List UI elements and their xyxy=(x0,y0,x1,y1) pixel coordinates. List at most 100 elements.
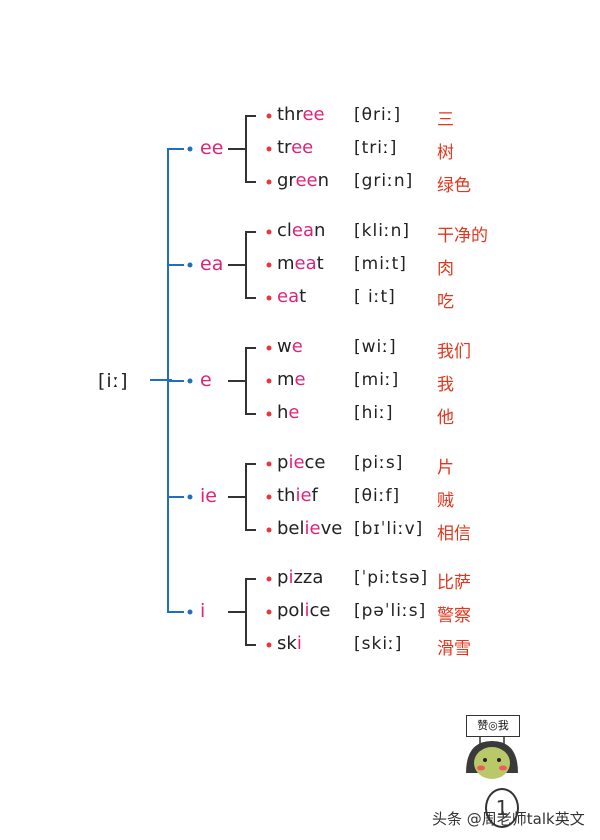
word-part: ce xyxy=(304,452,326,473)
phonetic: [kliːn] xyxy=(354,221,411,241)
phonetic: [griːn] xyxy=(354,171,414,191)
chinese-meaning: 他 xyxy=(437,408,454,428)
word-bracket xyxy=(245,115,256,183)
chinese-meaning: 贼 xyxy=(437,491,454,511)
word-part: p xyxy=(277,452,289,473)
phonetic: [skiː] xyxy=(354,634,403,654)
word-bracket xyxy=(245,463,256,531)
example-word: meat xyxy=(277,253,324,274)
phonetic: [bɪˈliːv] xyxy=(354,519,424,539)
word-highlight: ie xyxy=(288,452,305,473)
chinese-meaning: 干净的 xyxy=(437,226,488,246)
word-dot xyxy=(266,378,272,384)
word-part: thr xyxy=(277,104,303,125)
word-highlight: ee xyxy=(291,137,314,158)
group-dot xyxy=(187,609,193,615)
word-dot xyxy=(266,576,272,582)
phonetic: [θiːf] xyxy=(354,486,401,506)
example-word: eat xyxy=(277,286,306,307)
watermark: 头条 @周老师talk英文 xyxy=(432,810,585,828)
word-dot xyxy=(266,113,272,119)
spelling-label: ee xyxy=(200,137,224,159)
phonetic: [ˈpiːtsə] xyxy=(354,568,429,588)
word-part: h xyxy=(277,402,289,423)
word-part: tr xyxy=(277,137,292,158)
word-part: n xyxy=(314,220,326,241)
phonetic: [θriː] xyxy=(354,105,402,125)
word-part: th xyxy=(277,485,296,506)
phonetic: [piːs] xyxy=(354,453,404,473)
spelling-label: ea xyxy=(200,253,224,275)
word-highlight: ea xyxy=(277,286,300,307)
example-word: tree xyxy=(277,137,313,158)
word-highlight: i xyxy=(296,633,302,654)
page-number: 1 xyxy=(485,788,519,828)
phonetic: [ iːt] xyxy=(354,287,396,307)
word-highlight: e xyxy=(288,402,300,423)
word-dot xyxy=(266,411,272,417)
phonetic: [miːt] xyxy=(354,254,407,274)
example-word: clean xyxy=(277,220,325,241)
group-dot xyxy=(187,494,193,500)
word-highlight: e xyxy=(291,336,303,357)
chinese-meaning: 滑雪 xyxy=(437,639,471,659)
chinese-meaning: 三 xyxy=(437,110,454,130)
word-dot xyxy=(266,527,272,533)
word-part: m xyxy=(277,253,295,274)
chinese-meaning: 绿色 xyxy=(437,176,471,196)
example-word: believe xyxy=(277,518,342,539)
word-dot xyxy=(266,229,272,235)
phonetic: [pəˈliːs] xyxy=(354,601,427,621)
example-word: three xyxy=(277,104,325,125)
word-bracket xyxy=(245,578,256,646)
spelling-label: ie xyxy=(200,485,217,507)
word-dot xyxy=(266,609,272,615)
example-word: green xyxy=(277,170,329,191)
group-dot xyxy=(187,146,193,152)
example-word: pizza xyxy=(277,567,323,588)
word-highlight: ie xyxy=(304,518,321,539)
word-dot xyxy=(266,146,272,152)
word-highlight: ee xyxy=(302,104,325,125)
mascot-sign: 赞◎我 xyxy=(466,715,520,737)
example-word: piece xyxy=(277,452,326,473)
phonetic: [triː] xyxy=(354,138,398,158)
word-part: sk xyxy=(277,633,297,654)
phonetic: [miː] xyxy=(354,370,400,390)
chinese-meaning: 树 xyxy=(437,143,454,163)
word-part: zza xyxy=(293,567,324,588)
word-highlight: i xyxy=(304,600,310,621)
word-part: f xyxy=(311,485,318,506)
word-highlight: e xyxy=(294,369,306,390)
word-part: w xyxy=(277,336,292,357)
spelling-label: e xyxy=(200,369,212,391)
word-part: gr xyxy=(277,170,296,191)
word-dot xyxy=(266,494,272,500)
group-dot xyxy=(187,262,193,268)
word-dot xyxy=(266,642,272,648)
mascot-illustration: 赞◎我 xyxy=(458,715,528,783)
word-dot xyxy=(266,461,272,467)
word-highlight: i xyxy=(288,567,294,588)
word-part: bel xyxy=(277,518,305,539)
word-part: ve xyxy=(320,518,343,539)
word-bracket xyxy=(245,347,256,415)
example-word: we xyxy=(277,336,303,357)
chinese-meaning: 吃 xyxy=(437,292,454,312)
chinese-meaning: 相信 xyxy=(437,524,471,544)
chinese-meaning: 肉 xyxy=(437,259,454,279)
word-highlight: ee xyxy=(295,170,318,191)
word-dot xyxy=(266,262,272,268)
word-bracket xyxy=(245,231,256,299)
chinese-meaning: 我 xyxy=(437,375,454,395)
chinese-meaning: 片 xyxy=(437,458,454,478)
root-phoneme: [iː] xyxy=(98,370,129,392)
word-dot xyxy=(266,179,272,185)
chinese-meaning: 比萨 xyxy=(437,573,471,593)
example-word: ski xyxy=(277,633,302,654)
word-part: m xyxy=(277,369,295,390)
word-part: pol xyxy=(277,600,305,621)
phonetic: [hiː] xyxy=(354,403,394,423)
word-dot xyxy=(266,295,272,301)
